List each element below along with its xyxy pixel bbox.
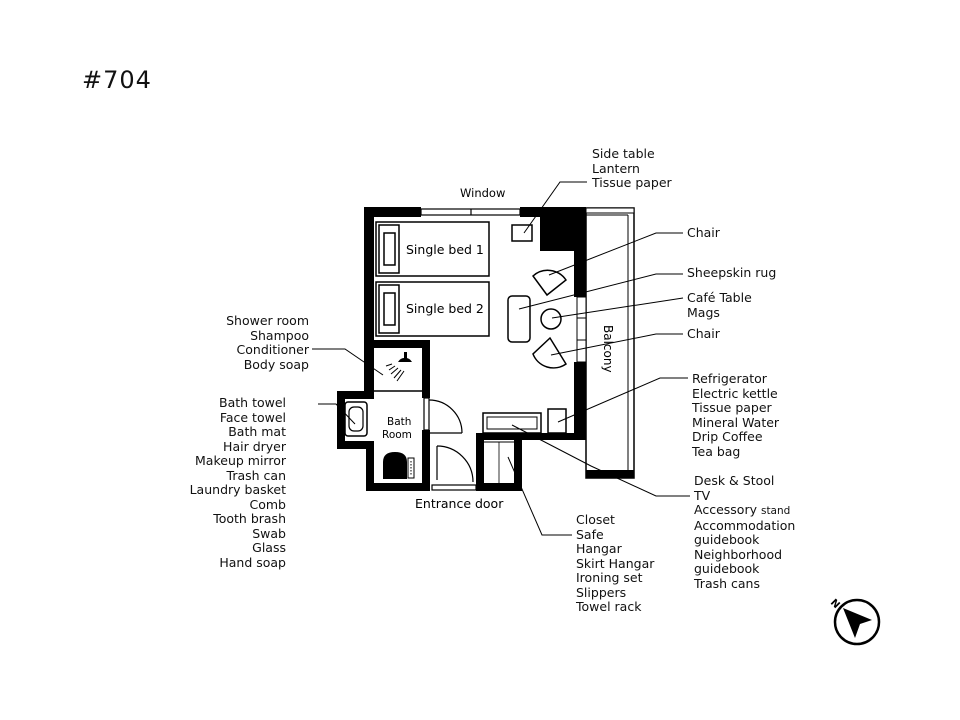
window — [420, 208, 521, 216]
bath-room-label-line2: Room — [382, 429, 412, 441]
wall-bath-right-lower — [422, 430, 430, 491]
chair-top — [531, 269, 568, 297]
wall-bath-bottom-left — [337, 441, 374, 449]
room-number-title: #704 — [82, 66, 152, 94]
single-bed-2-label: Single bed 2 — [406, 301, 484, 316]
wall-bottom-right — [476, 483, 522, 491]
wall-desk-bottom — [476, 433, 586, 440]
wall-shower-right — [422, 340, 430, 398]
wall-bath-top-left — [337, 391, 374, 399]
sheepskin-rug — [507, 295, 531, 343]
north-arrow-icon — [833, 598, 881, 646]
toilet-icon — [383, 452, 415, 479]
single-bed-2 — [375, 281, 490, 337]
wall-right-lower — [574, 362, 586, 440]
chair-bottom — [532, 336, 568, 369]
cafe-table — [540, 308, 562, 330]
callout-chair-bottom: Chair — [687, 326, 720, 341]
wall-closet-left — [476, 436, 484, 491]
window-label: Window — [460, 186, 505, 200]
callout-cafe-table: Café Table Mags — [687, 290, 752, 320]
walls — [337, 207, 586, 491]
side-table — [511, 224, 533, 242]
callout-bath-room: Bath towel Face towel Bath mat Hair drye… — [189, 395, 286, 570]
callout-closet: Closet Safe Hangar Skirt Hangar Ironing … — [576, 512, 655, 614]
callout-desk: Desk & Stool TV Accessory stand Accommod… — [694, 473, 796, 591]
entrance-door — [431, 445, 477, 491]
wall-closet-right — [514, 436, 522, 491]
bath-door — [423, 397, 463, 434]
wall-bath-left-outer — [337, 391, 345, 449]
leader-lines — [312, 181, 690, 536]
wall-right-upper — [574, 207, 586, 297]
wall-bottom-left — [366, 483, 430, 491]
wall-left — [364, 207, 374, 340]
desk — [482, 412, 542, 434]
entrance-door-label: Entrance door — [415, 496, 504, 511]
callout-side-table: Side table Lantern Tissue paper — [592, 146, 672, 190]
wall-shower-top — [364, 340, 430, 348]
washbasin — [344, 401, 368, 437]
balcony-label: Balcony — [601, 325, 615, 373]
callout-sheepskin-rug: Sheepskin rug — [687, 265, 777, 280]
wall-top-left — [364, 207, 421, 217]
single-bed-1-label: Single bed 1 — [406, 242, 484, 257]
balcony — [576, 207, 635, 479]
single-bed-1 — [375, 221, 490, 277]
bath-room-label-line1: Bath — [387, 416, 411, 428]
callout-refrigerator: Refrigerator Electric kettle Tissue pape… — [692, 371, 780, 459]
callout-shower-room: Shower room Shampoo Conditioner Body soa… — [226, 313, 309, 372]
shower-icon — [385, 352, 412, 382]
refrigerator — [547, 408, 567, 434]
callout-chair-top: Chair — [687, 225, 720, 240]
wall-bath-left-lower — [366, 441, 374, 491]
